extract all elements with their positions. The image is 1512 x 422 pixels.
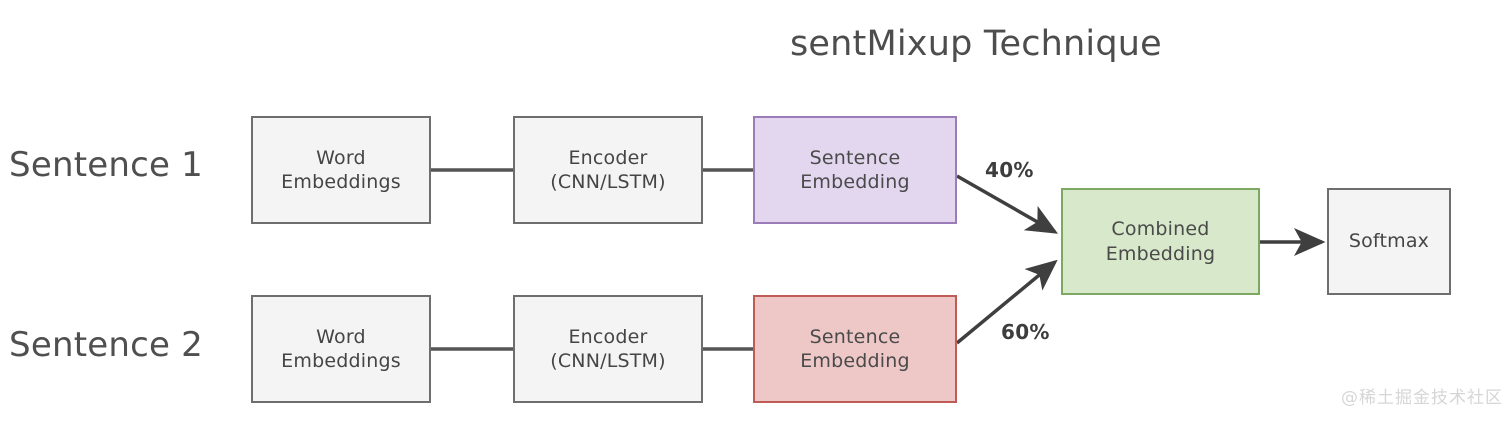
node-line: (CNN/LSTM) (550, 171, 666, 193)
node-line: Softmax (1348, 230, 1430, 253)
node-sentence-embedding-2[interactable]: Sentence Embedding (753, 295, 957, 403)
node-word-embeddings-1[interactable]: Word Embeddings (251, 116, 431, 224)
node-line: Word (316, 146, 366, 169)
node-line: Combined (1111, 218, 1210, 241)
watermark: @稀土掘金技术社区 (1341, 388, 1503, 408)
node-line: Embeddings (281, 171, 401, 193)
node-softmax[interactable]: Softmax (1327, 188, 1451, 295)
arrow-se2-to-combined (955, 259, 1058, 345)
node-encoder-1[interactable]: Encoder (CNN/LSTM) (513, 116, 703, 224)
arrow-se1-to-combined (956, 174, 1059, 234)
node-line: Sentence (809, 146, 901, 169)
node-line: Embedding (800, 171, 910, 193)
diagram-title: sentMixup Technique (790, 24, 1162, 64)
node-encoder-2[interactable]: Encoder (CNN/LSTM) (513, 295, 703, 403)
node-line: (CNN/LSTM) (550, 350, 666, 372)
node-line: Embedding (1105, 242, 1216, 265)
node-line: Sentence (809, 325, 901, 348)
node-combined-embedding[interactable]: Combined Embedding (1061, 188, 1260, 295)
node-sentence-embedding-1[interactable]: Sentence Embedding (753, 116, 957, 224)
node-line: Embeddings (281, 350, 401, 372)
edge-label-weight-bottom: 60% (1001, 320, 1050, 344)
node-line: Word (316, 325, 366, 348)
node-line: Embedding (800, 350, 910, 372)
row-label-sentence-1: Sentence 1 (9, 145, 203, 185)
edge-label-weight-top: 40% (985, 158, 1034, 182)
row-label-sentence-2: Sentence 2 (9, 325, 203, 365)
node-word-embeddings-2[interactable]: Word Embeddings (251, 295, 431, 403)
node-line: Encoder (568, 325, 648, 348)
node-line: Encoder (568, 146, 648, 169)
